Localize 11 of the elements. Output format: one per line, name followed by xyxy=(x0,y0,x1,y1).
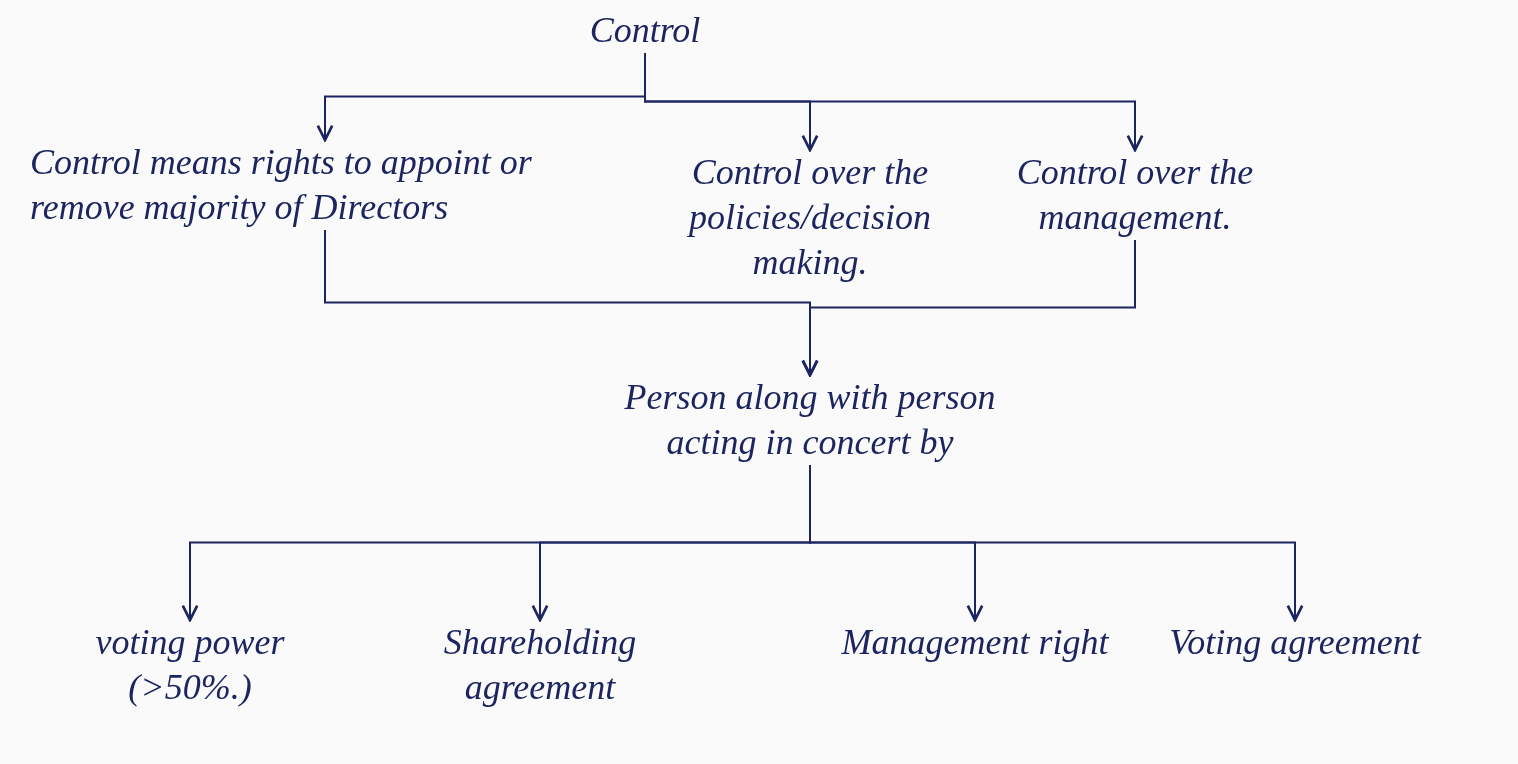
handwritten-text: Shareholding agreement xyxy=(390,620,690,710)
handwritten-text: Control over the management. xyxy=(985,150,1285,240)
arrow xyxy=(809,464,1304,622)
handwritten-text: Control xyxy=(560,8,730,53)
arrow xyxy=(801,239,1136,377)
handwritten-text: voting power (>50%.) xyxy=(40,620,340,710)
handwritten-text: Voting agreement xyxy=(1150,620,1440,665)
handwritten-text: Control means rights to appoint or remove majority of Directors xyxy=(30,140,620,230)
handwritten-text: Control over the policies/decision making. xyxy=(660,150,960,285)
handwritten-text: Management right xyxy=(830,620,1120,665)
handwritten-text: Person along with person acting in concert by xyxy=(600,375,1020,465)
